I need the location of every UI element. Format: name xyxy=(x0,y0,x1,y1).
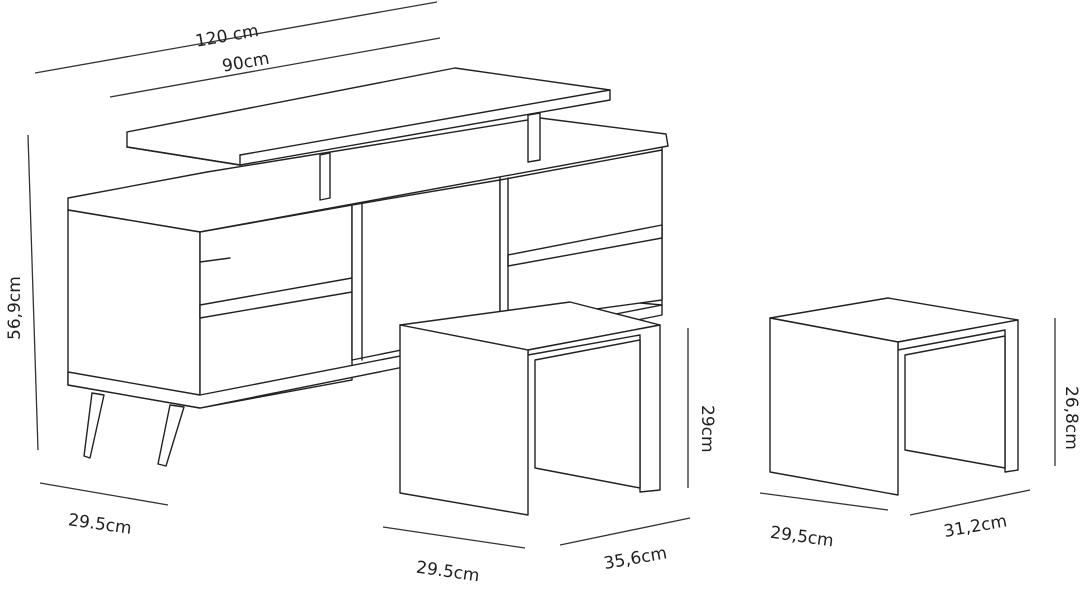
tv-unit xyxy=(67,67,669,467)
dim-line-t1-depth xyxy=(559,517,691,546)
riser-right xyxy=(527,112,541,163)
dim-line-t2-width xyxy=(759,492,889,511)
unit-base xyxy=(67,304,663,409)
label-35-6cm: 35,6cm xyxy=(602,543,668,574)
dim-line-120cm xyxy=(34,1,438,74)
label-29-5cm-table2: 29,5cm xyxy=(769,523,835,552)
label-29cm: 29cm xyxy=(697,405,717,453)
dim-line-90cm xyxy=(109,37,441,98)
table2-front-panel xyxy=(769,317,899,496)
side-table-2 xyxy=(769,297,1019,496)
side-table-1 xyxy=(399,301,661,516)
right-compartment xyxy=(499,149,663,323)
table1-opening xyxy=(534,339,641,489)
label-29-5cm-unit: 29.5cm xyxy=(67,510,133,539)
riser-left xyxy=(319,152,331,201)
table1-front-panel xyxy=(399,324,529,516)
label-31-2cm: 31,2cm xyxy=(942,511,1008,542)
leg-right xyxy=(157,404,185,467)
label-120cm: 120 cm xyxy=(194,21,260,52)
dim-line-t1-width xyxy=(382,526,526,549)
label-26-8cm: 26,8cm xyxy=(1061,386,1081,450)
dim-line-t2-depth xyxy=(909,489,1031,516)
upper-shelf-edge xyxy=(126,146,241,166)
table2-opening xyxy=(904,335,1006,469)
dim-line-height xyxy=(27,134,39,451)
left-compartment xyxy=(199,204,353,409)
label-29-5cm-table1: 29.5cm xyxy=(415,558,481,587)
left-shelf-back xyxy=(199,257,231,263)
dimension-lines xyxy=(27,1,1056,549)
upper-shelf-front xyxy=(239,89,611,156)
dim-line-depth xyxy=(39,482,169,506)
label-56-9cm: 56,9cm xyxy=(5,276,25,340)
leg-left xyxy=(83,392,105,459)
label-90cm: 90cm xyxy=(221,49,271,77)
